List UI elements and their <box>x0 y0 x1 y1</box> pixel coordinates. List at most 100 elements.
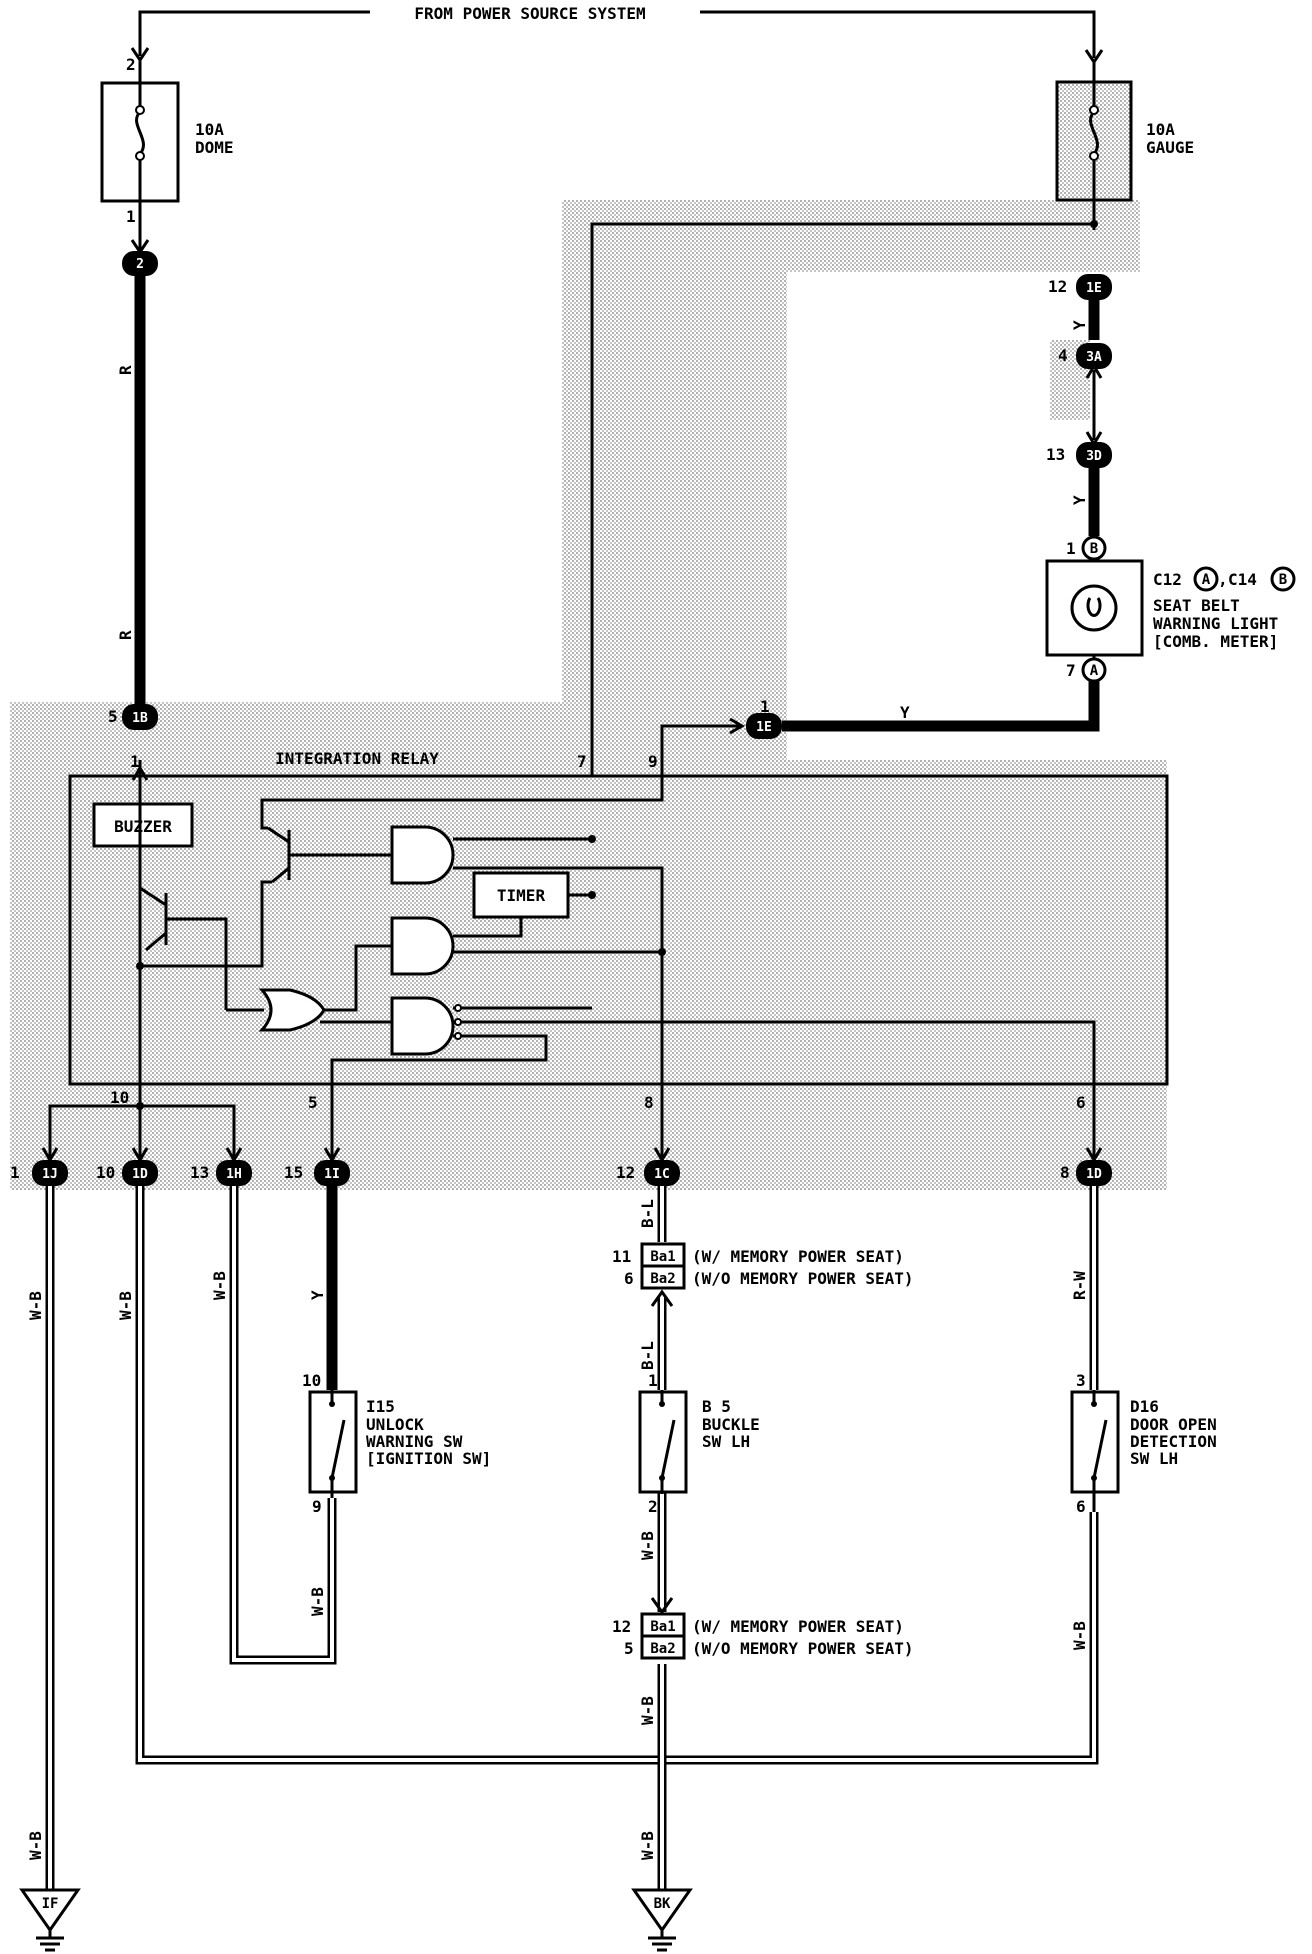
svg-text:W-B: W-B <box>116 1291 135 1320</box>
svg-text:1C: 1C <box>654 1167 670 1182</box>
buzzer-label: BUZZER <box>114 817 172 836</box>
light-line2: WARNING LIGHT <box>1153 614 1278 633</box>
pin-13-3D: 13 <box>1046 445 1065 464</box>
d16-line1: DOOR OPEN <box>1130 1415 1217 1434</box>
svg-text:2: 2 <box>136 257 144 272</box>
ba1-upper-note: (W/ MEMORY POWER SEAT) <box>692 1247 904 1266</box>
b5-line1: BUCKLE <box>702 1415 760 1434</box>
ground-bk-label: BK <box>654 1896 671 1912</box>
pin-12-1C: 12 <box>616 1163 635 1182</box>
wire-label-r-mid: R <box>116 630 135 640</box>
switch-i15: 10 9 I15 UNLOCK WARNING SW [IGNITION SW] <box>302 1371 491 1516</box>
and-gate-3 <box>390 996 455 1056</box>
pin-4-3A: 4 <box>1058 346 1068 365</box>
pin-7-A: 7 <box>1066 661 1076 680</box>
d16-pin-6: 6 <box>1076 1497 1086 1516</box>
ground-bk: BK <box>631 1888 693 1952</box>
i15-pin-9: 9 <box>312 1497 322 1516</box>
light-id-c14: C14 <box>1228 570 1257 589</box>
connector-3D: 3D 13 <box>1046 442 1112 468</box>
pin-6-ba2: 6 <box>624 1269 634 1288</box>
i15-line3: [IGNITION SW] <box>366 1449 491 1468</box>
relay-pin-10: 10 <box>110 1088 129 1107</box>
ba2-upper: Ba2 <box>650 1271 675 1287</box>
light-id-badge-a: A <box>1202 572 1211 588</box>
b5-line2: SW LH <box>702 1432 750 1451</box>
d16-id: D16 <box>1130 1397 1159 1416</box>
svg-text:Y: Y <box>308 1290 327 1300</box>
fuse-dome-pin-in: 2 <box>126 55 136 74</box>
svg-text:W-B: W-B <box>638 1831 657 1860</box>
fuse-gauge-name: GAUGE <box>1146 138 1194 157</box>
relay-pin-5: 5 <box>308 1093 318 1112</box>
badge-b: B <box>1090 541 1098 557</box>
pin-5-1B: 5 <box>108 707 118 726</box>
ba2-lower: Ba2 <box>650 1641 675 1657</box>
i15-line1: UNLOCK <box>366 1415 424 1434</box>
pin-1-B: 1 <box>1066 539 1076 558</box>
pin-11-ba1: 11 <box>612 1247 631 1266</box>
wire-wb-1H-loop <box>229 1186 337 1665</box>
connector-1I: 1I 15 <box>284 1160 350 1186</box>
and-gate-2 <box>390 916 455 976</box>
svg-text:3D: 3D <box>1086 449 1102 464</box>
connector-2: 2 <box>122 251 158 276</box>
connector-1D-a: 1D 10 <box>96 1160 158 1186</box>
light-line1: SEAT BELT <box>1153 596 1240 615</box>
wire-label-y-2: Y <box>1070 495 1089 505</box>
pin-10-1D: 10 <box>96 1163 115 1182</box>
svg-text:W-B: W-B <box>638 1696 657 1725</box>
connector-1C: 1C 12 <box>616 1160 680 1186</box>
ground-if-label: IF <box>42 1896 59 1912</box>
power-source-label: FROM POWER SOURCE SYSTEM <box>414 4 645 23</box>
connector-1J: 1J 1 <box>10 1160 68 1186</box>
pin-12-ba1: 12 <box>612 1617 631 1636</box>
fuse-gauge: 10A GAUGE <box>1055 62 1194 230</box>
fuse-dome-pin-out: 1 <box>126 207 136 226</box>
integration-relay: INTEGRATION RELAY 1 7 9 BUZZER TIMER <box>68 749 1169 1172</box>
b5-pin-2: 2 <box>648 1497 658 1516</box>
svg-text:1H: 1H <box>226 1167 242 1182</box>
connector-1E-top: 1E 12 <box>1048 274 1112 300</box>
ba1-lower: Ba1 <box>650 1619 675 1635</box>
pin-13-1H: 13 <box>190 1163 209 1182</box>
wire-label-r-top: R <box>116 365 135 375</box>
seat-belt-warning-light: B 1 A 7 C12 A , C14 B SEAT BELT WARNING … <box>1045 535 1296 683</box>
switch-b5: 1 2 B 5 BUCKLE SW LH <box>638 1371 760 1516</box>
pin-8-1D: 8 <box>1060 1163 1070 1182</box>
fuse-gauge-rating: 10A <box>1146 120 1175 139</box>
svg-text:1B: 1B <box>132 711 148 726</box>
ba1-upper: Ba1 <box>650 1249 675 1265</box>
fuse-dome-rating: 10A <box>195 120 224 139</box>
buzzer-box <box>92 802 194 848</box>
svg-text:1D: 1D <box>132 1167 148 1182</box>
relay-pin-7: 7 <box>577 752 587 771</box>
connector-1B: 1B 5 <box>108 704 158 730</box>
svg-text:B-L: B-L <box>638 1199 657 1228</box>
connector-1D-b: 1D 8 <box>1060 1160 1112 1186</box>
fuse-dome-name: DOME <box>195 138 234 157</box>
hollow-wires <box>45 1186 1099 1890</box>
wire-wb-1D-loop <box>135 1186 1099 1765</box>
and-gate-1 <box>390 825 455 885</box>
wire-bl-1C <box>650 1186 674 1390</box>
svg-text:1D: 1D <box>1086 1167 1102 1182</box>
pin-5-ba2: 5 <box>624 1639 634 1658</box>
light-line3: [COMB. METER] <box>1153 632 1278 651</box>
wire-label-y-h: Y <box>900 703 910 722</box>
badge-a: A <box>1090 663 1099 679</box>
relay-pin-1: 1 <box>130 752 140 771</box>
pin-12-1E: 12 <box>1048 277 1067 296</box>
svg-text:3A: 3A <box>1086 350 1102 365</box>
connector-ba-lower: Ba1 Ba2 12 5 (W/ MEMORY POWER SEAT) (W/O… <box>612 1612 914 1660</box>
ba2-upper-note: (W/O MEMORY POWER SEAT) <box>692 1269 914 1288</box>
d16-pin-3: 3 <box>1076 1371 1086 1390</box>
d16-line2: DETECTION <box>1130 1432 1217 1451</box>
relay-pin-9: 9 <box>648 752 658 771</box>
light-id-badge-b: B <box>1279 572 1287 588</box>
svg-text:W-B: W-B <box>26 1291 45 1320</box>
svg-text:B-L: B-L <box>638 1341 657 1370</box>
svg-text:1E: 1E <box>1086 281 1102 296</box>
wire-r-dome: R R <box>116 200 150 704</box>
